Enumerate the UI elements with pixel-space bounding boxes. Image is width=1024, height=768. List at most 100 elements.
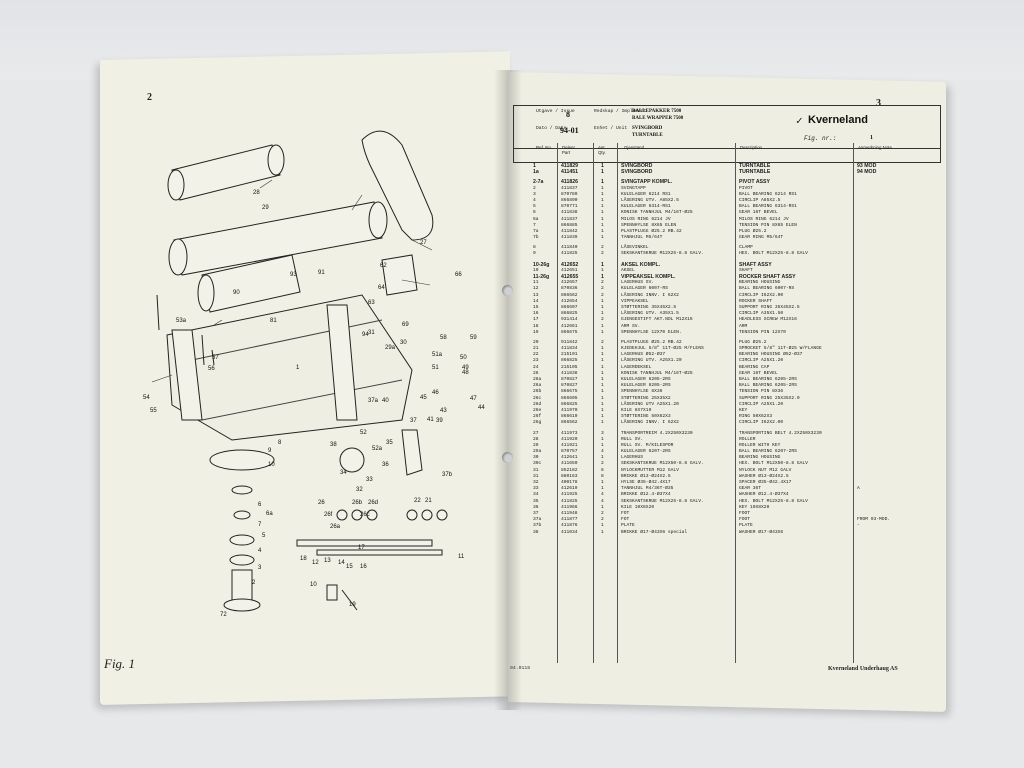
cell-part: 866605	[561, 395, 578, 401]
callout-label: 2	[252, 580, 256, 586]
cell-part: 412655	[561, 274, 579, 280]
callout-label: 21	[425, 498, 432, 504]
cell-en: GEAR RING M5/64T	[739, 235, 784, 241]
cell-en: BALL BEARING 6007-RS	[739, 286, 795, 292]
cell-no: SVINGBORD	[621, 163, 653, 169]
cell-en: WASHER Ø13-Ø24X2.5	[739, 473, 789, 479]
callout-label: 27	[420, 240, 427, 246]
cell-part: 866610	[561, 414, 578, 420]
cell-no: ARM SV.	[621, 323, 641, 329]
cell-qty: 2	[601, 339, 604, 345]
cell-en: FOOT	[739, 517, 751, 523]
cell-no: KJEDEHJUL 5/8" 11T-Ø25 M/FLENS	[621, 346, 704, 352]
cell-en: CIRCLIP I62X2.00	[739, 292, 784, 298]
cell-part: 852182	[561, 467, 578, 473]
cell-qty: 2	[601, 317, 604, 323]
cell-part: 412619	[561, 486, 578, 492]
cell-part: 870836	[561, 286, 578, 292]
cell-part: 412641	[561, 455, 578, 461]
cell-ref: 26d	[533, 401, 542, 407]
footer-company: Kverneland Underhaug AS	[828, 666, 898, 672]
cell-no: BRIKKE Ø13-Ø24X2.5	[621, 473, 671, 479]
cell-part: 411837	[561, 216, 578, 222]
cell-ref: 1	[533, 163, 536, 169]
cell-ref: 7b	[533, 235, 539, 241]
cell-en: HEX. BOLT M12X25-8.8 GALV	[739, 498, 808, 504]
callout-label: 63	[368, 300, 375, 306]
cell-ref: 26	[533, 370, 539, 376]
cell-qty: 1	[601, 420, 604, 426]
exploded-parts-diagram	[151, 130, 448, 612]
cell-no: SEKSKANTSKRUE M12X25-8.8 GALV.	[621, 498, 704, 504]
cell-ref: 26g	[533, 420, 542, 426]
cell-no: LÅSERING UTV. A25X1.20	[621, 358, 682, 364]
figure-label: Fig. 1	[104, 656, 136, 671]
callout-label: 36	[382, 462, 389, 468]
callout-label: 94	[362, 332, 369, 338]
cell-no: KULELAGER 6205-2RS	[621, 383, 671, 389]
cell-part: 411451	[561, 169, 579, 176]
cell-ref: 7a	[533, 228, 539, 234]
cell-qty: 1	[601, 480, 604, 485]
cell-en: PLUG Ø25.2	[739, 339, 767, 345]
callout-label: 18	[300, 556, 307, 562]
callout-label: 90	[233, 290, 240, 296]
callout-label: 37a	[368, 398, 379, 404]
cell-no: RULL SV.	[621, 436, 644, 442]
callout-label: 72	[220, 612, 227, 618]
cell-qty: 1	[601, 455, 604, 461]
cell-part: 411838	[561, 370, 578, 376]
cell-qty: 4	[601, 498, 604, 504]
parts-list-header: Utgave / Issue 8 Redskap / Implement BAL…	[513, 105, 941, 149]
implement-en: BALE WRAPPER 7500	[632, 116, 684, 121]
callout-label: 3	[258, 565, 262, 571]
cell-no: LAGERHUS SV.	[621, 280, 655, 286]
cell-qty: 1	[601, 407, 604, 413]
callout-label: 41	[427, 417, 434, 423]
cell-part: 411837	[561, 185, 578, 191]
cell-no: STØTTERING 50X62X3	[621, 414, 671, 420]
cell-en: ROLLER WITH KEY	[739, 442, 781, 448]
cell-qty: 2	[601, 510, 604, 516]
cell-ref: 26a	[533, 377, 542, 382]
callout-label: 44	[478, 405, 485, 411]
cell-qty: 1	[601, 358, 604, 364]
cell-ref: 34	[533, 492, 539, 498]
callout-label: 48	[462, 370, 469, 376]
cell-ref: 13	[533, 292, 539, 298]
callout-label: 38	[330, 442, 337, 448]
cell-en: BEARING HOUSING Ø52-Ø37	[739, 352, 803, 358]
cell-en: TENSION PIN 8X65 ELEN	[739, 222, 797, 228]
cell-ref: 10-26g	[533, 261, 550, 268]
cell-ref: 18	[533, 323, 539, 329]
cell-part: 411877	[561, 517, 578, 523]
cell-no: VIPPEAKSEL	[621, 298, 649, 304]
cell-en: BALL BEARING 6314-RS1	[739, 204, 797, 210]
cell-part: 866825	[561, 358, 578, 364]
cell-en: ARM	[739, 323, 748, 329]
punch-hole-bottom	[502, 452, 513, 463]
date-value: 94-01	[560, 126, 579, 135]
callout-label: 1	[296, 365, 300, 371]
cell-en: NYLOCK NUT M12 GALV	[739, 467, 792, 473]
cell-qty: 6	[601, 467, 604, 473]
callout-label: 57	[212, 355, 219, 361]
cell-en: SPROCKET 5/8" 11T-Ø25 W/FLANGE	[739, 346, 822, 352]
cell-qty: 3	[601, 430, 604, 436]
callout-label: 4	[258, 548, 262, 554]
cell-qty: 1	[601, 346, 604, 352]
callout-label: 51a	[432, 352, 443, 358]
cell-ref: 19	[533, 329, 539, 335]
